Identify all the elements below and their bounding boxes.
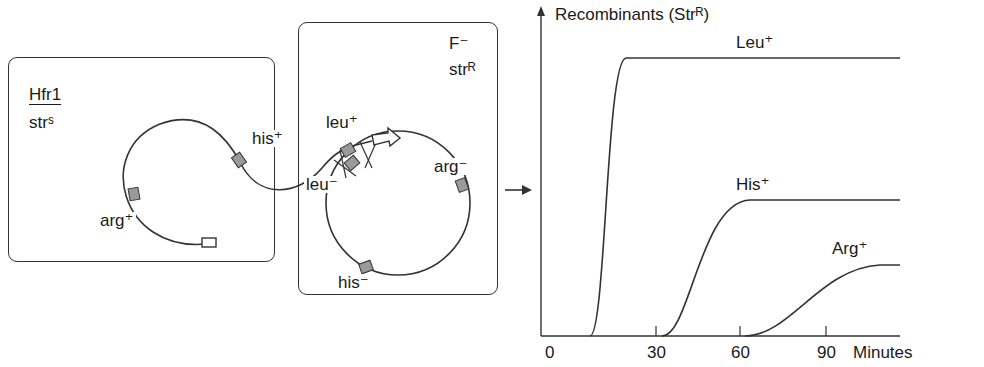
curve-label: His⁺ — [734, 176, 772, 193]
x-axis — [541, 335, 900, 336]
leu-curve — [590, 58, 900, 336]
gene-marker — [128, 187, 140, 201]
tick — [825, 326, 826, 336]
gene-label: leu⁻ — [304, 176, 340, 193]
strand-end — [202, 238, 216, 247]
gene-label: his⁻ — [336, 274, 371, 291]
crossover — [334, 138, 378, 178]
axis-tick-label: 0 — [543, 344, 556, 361]
gene-label: arg⁺ — [98, 212, 136, 229]
tick — [739, 326, 740, 336]
dna-strand — [123, 120, 372, 245]
axis-arrowhead — [537, 6, 545, 16]
flow-arrowhead — [522, 185, 532, 195]
strain-name: F⁻ — [449, 35, 468, 52]
cell-box: Hfr1 strˢ — [8, 57, 275, 262]
axis-title: Recombinants (Strᴿ) — [553, 6, 711, 23]
strain-genotype: strˢ — [29, 114, 54, 131]
gene-label: leu⁺ — [324, 114, 360, 131]
strain-genotype: strᴿ — [449, 61, 476, 78]
tick — [655, 326, 656, 336]
axis-tick-label: 30 — [645, 344, 668, 361]
gene-label: arg⁻ — [432, 158, 470, 175]
curve-label: Arg⁺ — [830, 240, 869, 257]
gene-marker — [455, 178, 469, 193]
axis-tick-label: Minutes — [851, 344, 915, 361]
chromosome-circle — [326, 131, 470, 275]
axis-tick-label: 90 — [815, 344, 838, 361]
y-axis — [540, 14, 541, 336]
curve-label: Leu⁺ — [734, 34, 775, 51]
gene-marker — [231, 152, 246, 168]
strain-name: Hfr1 — [29, 86, 61, 103]
gene-marker — [344, 155, 360, 170]
origin-arrow — [372, 128, 400, 146]
gene-label: his⁺ — [250, 130, 285, 147]
gene-marker — [359, 260, 374, 274]
axis-tick-label: 60 — [729, 344, 752, 361]
arg-curve — [745, 265, 900, 336]
his-curve — [662, 200, 900, 336]
